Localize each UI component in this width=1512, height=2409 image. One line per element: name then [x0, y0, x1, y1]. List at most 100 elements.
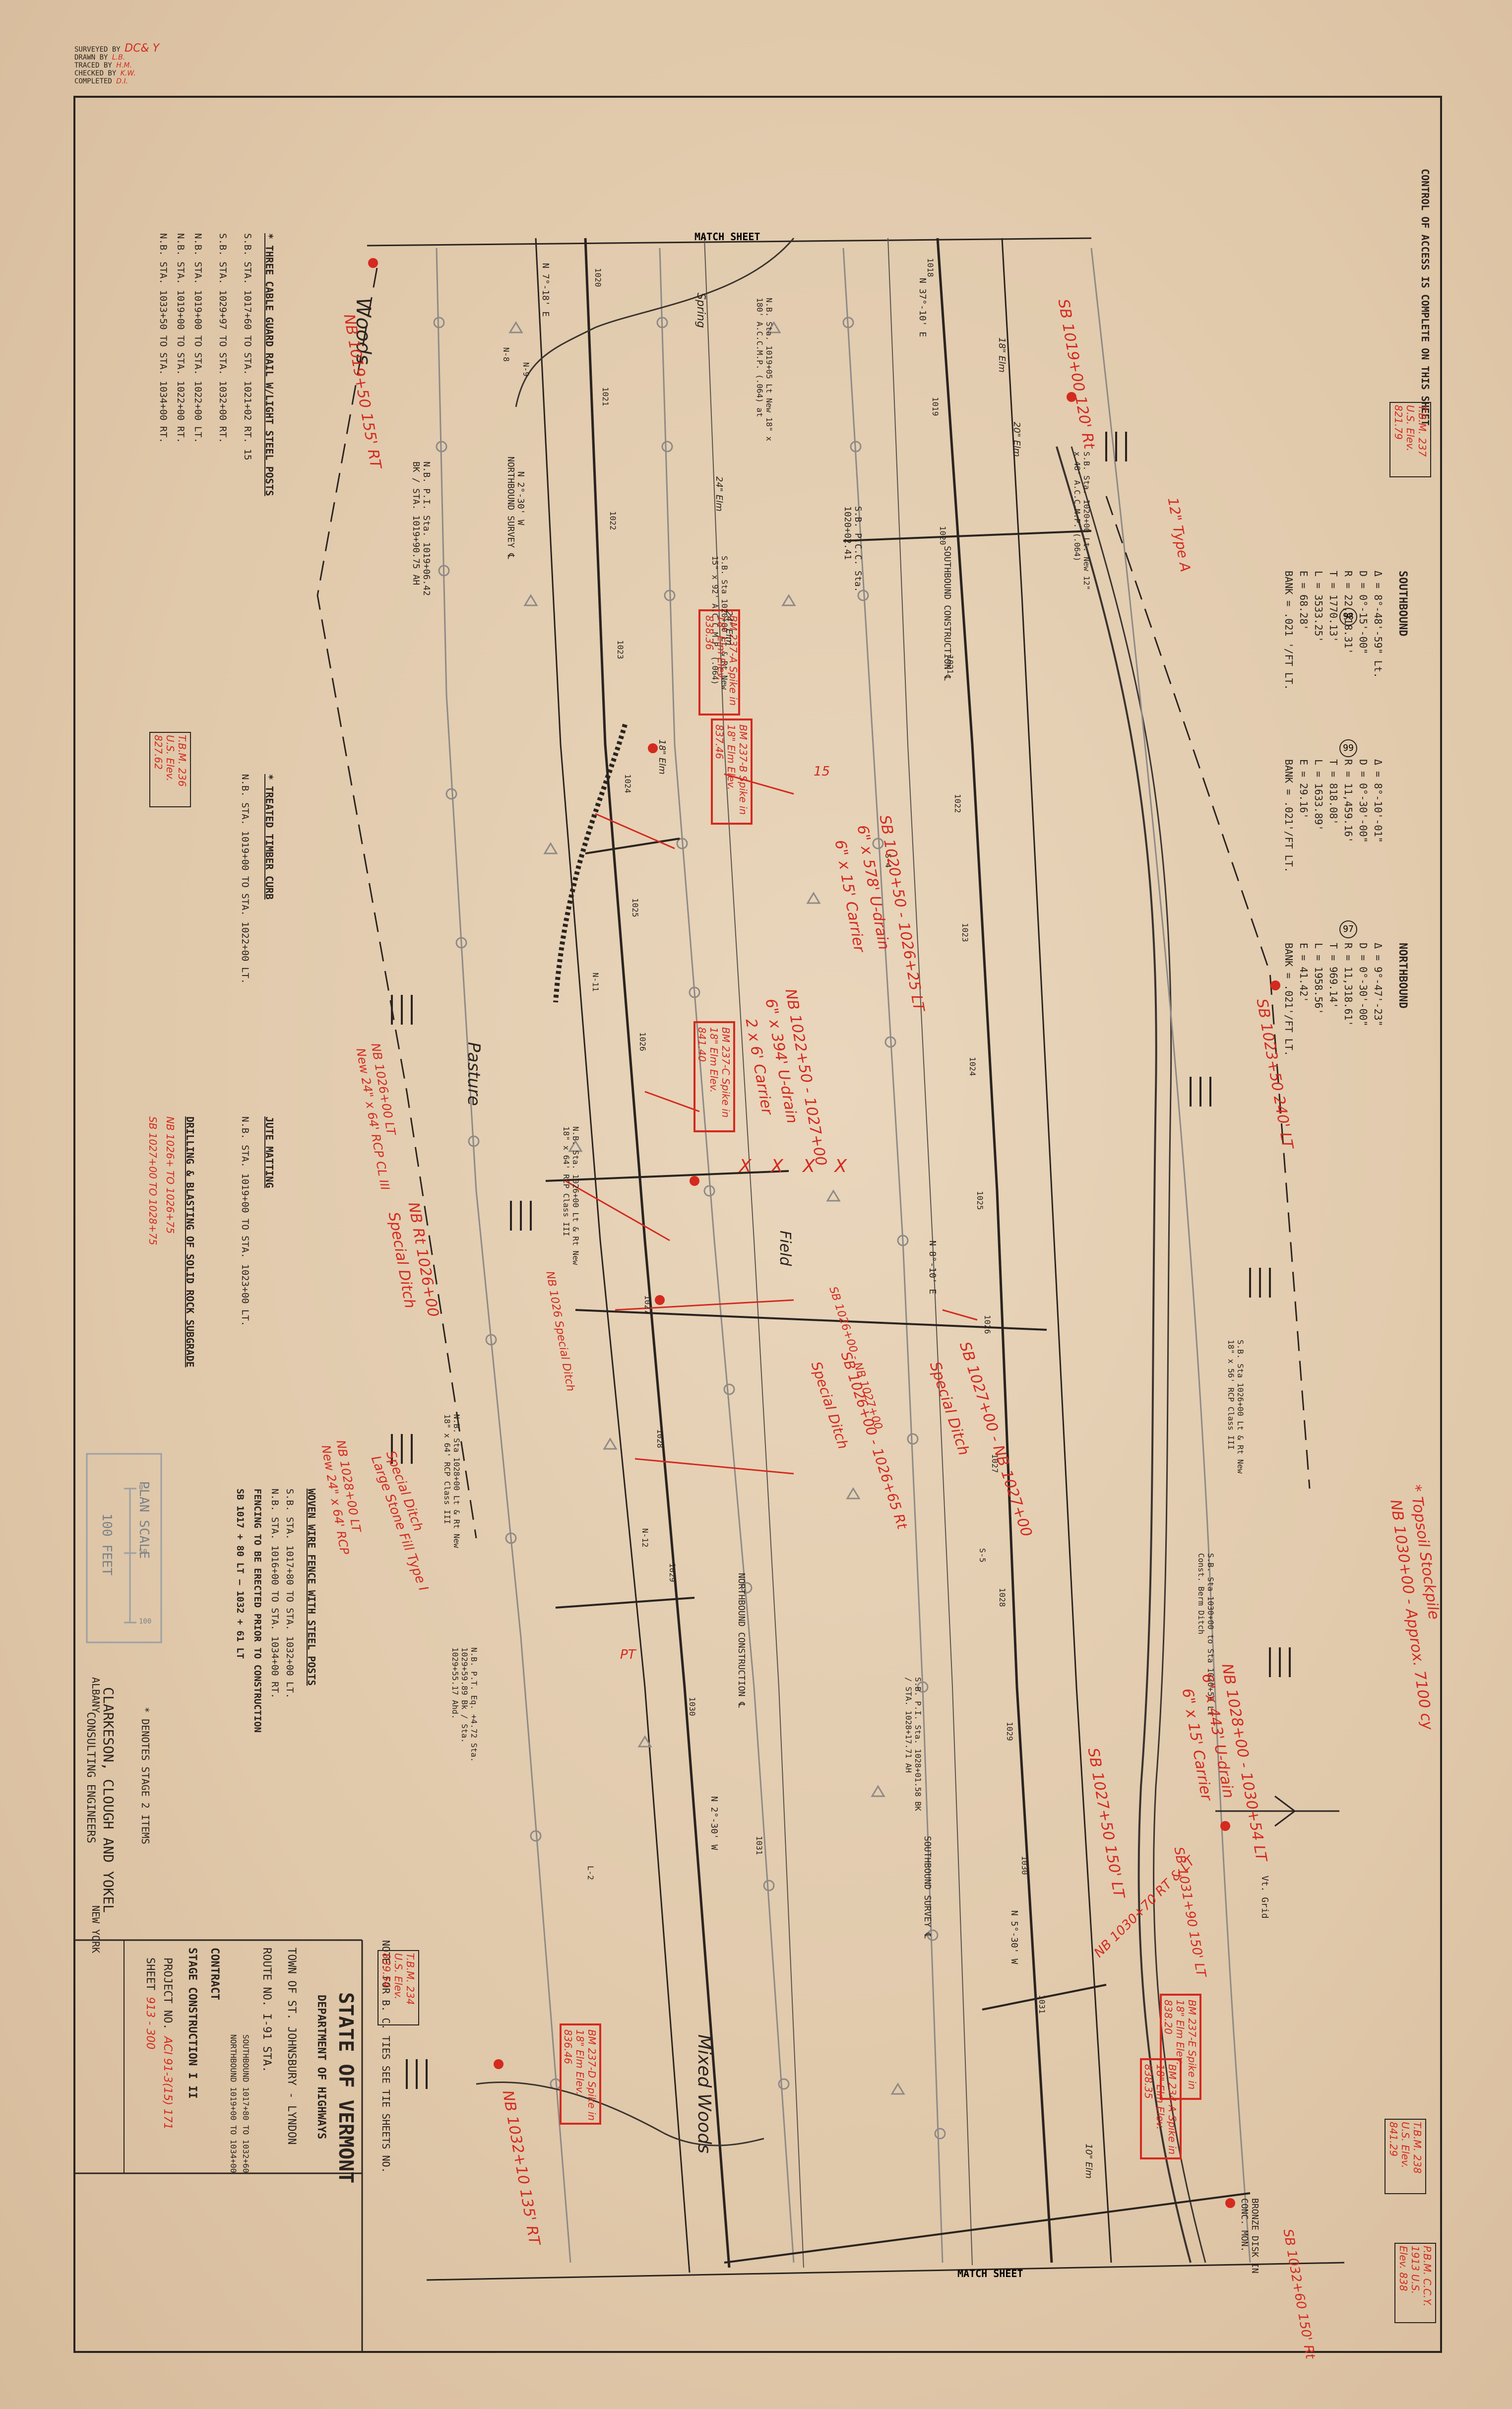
- sb-sta-9: 1026: [983, 1315, 992, 1334]
- nb-pi-label: N.B. P.I. Sta. 1019+06.42 BK / STA. 1019…: [411, 461, 432, 596]
- spring-label: Spring: [694, 293, 707, 328]
- drilling-item-2: SB 1027+00 TO 1028+75: [147, 1116, 159, 1245]
- drilling-title: DRILLING & BLASTING OF SOLID ROCK SUBGRA…: [184, 1116, 196, 1367]
- mixed-woods-label: Mixed Woods: [694, 2034, 714, 2154]
- match-sheet-bottom: MATCH SHEET: [957, 2268, 1023, 2279]
- stage-note: * DENOTES STAGE 2 ITEMS: [139, 1707, 151, 1844]
- bearing-2: N 7°-18' E: [540, 263, 551, 317]
- fence-item-2: N.B. STA. 1016+00 TO STA. 1034+00 RT.: [269, 1489, 280, 1699]
- sb-sta-6: 1023: [960, 923, 970, 942]
- sta-sb: SOUTHBOUND 1017+80 TO 1032+60: [241, 2034, 251, 2173]
- scale-tick-50: 50: [139, 1548, 147, 1556]
- sb-curve-a-1: Δ = 8°-48'-59" Lt.: [1372, 571, 1384, 678]
- sb-curve-b-5: L = 1633.89': [1313, 759, 1324, 831]
- sta-label: STA.: [260, 2046, 273, 2073]
- tbm-1: T.B.M. 237 U.S. Elev. 821.79: [1389, 402, 1431, 477]
- project-label: PROJECT NO.: [161, 1957, 174, 2030]
- sheet-border: [73, 96, 1442, 2353]
- scale-tick-0: 0: [139, 1484, 143, 1492]
- completed-value: D.I.: [116, 77, 128, 85]
- signoff-block: SURVEYED BY DC& Y DRAWN BY L.B. TRACED B…: [74, 43, 159, 86]
- vt-grid-label: Vt. Grid: [1260, 1876, 1270, 1919]
- bm-6: BM 234-A Spike in 18" Elm Elev. 838.35: [1142, 2064, 1178, 2155]
- elm-5: 20" Elm: [1011, 422, 1022, 457]
- nb-pt-label: N.B. P.T. Eq. +4.72 Sta. 1029+59.89 Bk /…: [450, 1647, 479, 1762]
- scale-tick-100: 100: [139, 1618, 152, 1626]
- curve-num-97: 97: [1339, 920, 1357, 938]
- tbm-2: T.B.M. 236 U.S. Elev. 827.62: [149, 732, 191, 807]
- sb-curve-title: SOUTHBOUND: [1396, 571, 1409, 637]
- elm-6: 10" Elm: [1083, 2144, 1094, 2179]
- nb-sta-7: 1026: [638, 1032, 647, 1051]
- project-value: ACI 91-3(15) 171: [161, 2036, 174, 2130]
- nb-sta-2: 1021: [601, 387, 610, 406]
- sb-curve-b-2: D = 0°-30'-00": [1357, 759, 1369, 843]
- nb-sta-6: 1025: [630, 898, 640, 917]
- nb-sta-8: 1027: [643, 1295, 652, 1314]
- project-row: PROJECT NO. ACI 91-3(15) 171: [161, 1957, 174, 2130]
- bm-3: BM 237-C Spike in 18" Elm Elev. 841.40: [696, 1027, 732, 1118]
- nb-survey-label: NORTHBOUND SURVEY ℄: [505, 456, 516, 559]
- drawn-label: DRAWN BY: [74, 54, 108, 62]
- sb-curve-a-5: L = 3533.25': [1313, 571, 1324, 643]
- bearing-1: N 37°-10' E: [917, 278, 928, 337]
- completed-label: COMPLETED: [74, 77, 112, 85]
- nb-sta-10: 1029: [668, 1563, 677, 1582]
- sb-sta-2: 1019: [931, 397, 940, 416]
- guard-rail-item-4: N.B. STA. 1019+00 TO STA. 1022+00 RT.: [175, 233, 186, 444]
- scale-label: 100 FEET: [99, 1513, 114, 1576]
- nb-sta-1: 1020: [593, 268, 603, 287]
- nb-curve-a-7: BANK = .021'/FT LT.: [1283, 943, 1295, 1056]
- sb-curve-b-4: T = 818.08': [1327, 759, 1339, 825]
- sb-sta-12: 1029: [1005, 1722, 1014, 1741]
- elm-4: 18" Elm: [657, 739, 667, 775]
- nb-sta-4: 1023: [616, 640, 625, 659]
- ls-mark: 15: [814, 764, 830, 779]
- route-value: I-91: [260, 2013, 273, 2040]
- fence-title: WOVEN WIRE FENCE WITH STEEL POSTS: [306, 1489, 317, 1686]
- marker-n11: N-11: [591, 973, 600, 992]
- drawn-value: L.B.: [112, 54, 126, 62]
- sb-curve-b-7: BANK = .021'/FT LT.: [1283, 759, 1295, 873]
- sb-sta-4: 1021: [945, 655, 955, 674]
- bearing-6: N 8°-10' E: [927, 1240, 938, 1295]
- sta-nb: NORTHBOUND 1019+00 TO 1034+00: [229, 2034, 238, 2173]
- guard-rail-item-2: S.B. STA. 1029+97 TO STA. 1032+00 RT.: [217, 233, 228, 444]
- sb-sta-8: 1025: [975, 1191, 985, 1210]
- town-label: TOWN OF: [285, 1948, 298, 1994]
- sb-survey-label: SOUTHBOUND SURVEY ℄: [922, 1836, 933, 1939]
- curve-num-99: 99: [1339, 739, 1357, 757]
- marker-n12: N-12: [640, 1528, 650, 1548]
- bronze-label: BRONZE DISK IN CONC. MON.: [1239, 2198, 1260, 2274]
- curve-num-98: 98: [1339, 608, 1357, 626]
- guard-rail-item-3: N.B. STA. 1019+00 TO STA. 1022+00 LT.: [192, 233, 203, 444]
- sb-rcp: S.B. Sta 1026+00 Lt & Rt New 18" x 56' R…: [1226, 1340, 1245, 1474]
- fence-note: FENCING TO BE ERECTED PRIOR TO CONSTRUCT…: [252, 1489, 263, 1733]
- drilling-item-1: NB 1026+ TO 1026+75: [164, 1116, 176, 1234]
- sb-curve-b-3: R = 11,459.16': [1342, 759, 1354, 843]
- stage-value: I II: [186, 2072, 198, 2099]
- elm-3: 24" Elm: [724, 610, 734, 646]
- tbm-4: T.B.M. 238 U.S. Elev. 841.29: [1385, 2119, 1426, 2194]
- nb-sta-11: 1030: [688, 1697, 697, 1716]
- sb-sta-11: 1028: [998, 1588, 1007, 1607]
- guard-rail-item-1: S.B. STA. 1017+60 TO STA. 1021+02 RT. 15: [242, 233, 253, 460]
- nb-curve-a-2: D = 0°-30'-00": [1357, 943, 1369, 1027]
- marker-n8: N-8: [502, 347, 511, 362]
- match-sheet-top: MATCH SHEET: [694, 231, 760, 243]
- dept-title: DEPARTMENT OF HIGHWAYS: [315, 1995, 327, 2140]
- town-row: TOWN OF ST. JOHNSBURY - LYNDON: [285, 1948, 298, 2145]
- traced-label: TRACED BY: [74, 62, 112, 69]
- elm-1: 18" Elm: [997, 337, 1007, 373]
- sb-pcc-label: S.B. P.C.C. Sta. 1020+02.41: [842, 506, 863, 592]
- bm-4: BM 237-D Spike in 18" Elm Elev. 836.46: [562, 2029, 598, 2121]
- route-label: ROUTE NO.: [260, 1948, 273, 2007]
- guard-rail-title: * THREE CABLE GUARD RAIL W/LIGHT STEEL P…: [263, 233, 275, 496]
- field-label: Field: [776, 1231, 794, 1266]
- sb-sta-7: 1024: [968, 1057, 977, 1076]
- sb-curve-b-6: E = 29.16': [1298, 759, 1310, 819]
- nb-curve-a-4: T = 969.14': [1327, 943, 1339, 1009]
- nb-curve-a-1: Δ = 9°-47'-23": [1372, 943, 1384, 1027]
